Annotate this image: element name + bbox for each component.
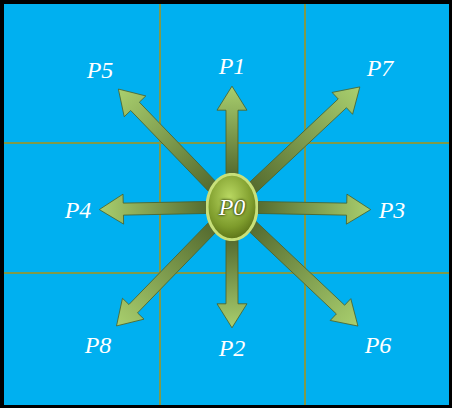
direction-label-box: P4 bbox=[61, 194, 96, 226]
direction-label: P7 bbox=[367, 55, 394, 81]
direction-label: P2 bbox=[219, 335, 246, 361]
direction-label-box: P7 bbox=[363, 52, 398, 84]
direction-arrow bbox=[256, 194, 371, 224]
center-oval: P0 bbox=[206, 173, 258, 241]
direction-label-box: P3 bbox=[375, 194, 410, 226]
direction-label: P4 bbox=[65, 197, 92, 223]
direction-arrow bbox=[248, 87, 360, 193]
direction-label: P3 bbox=[379, 197, 406, 223]
direction-label-box: P1 bbox=[215, 50, 250, 82]
direction-arrow bbox=[99, 194, 208, 224]
direction-arrow bbox=[247, 221, 357, 326]
direction-arrow bbox=[217, 86, 247, 175]
direction-arrow bbox=[118, 89, 217, 191]
direction-label: P1 bbox=[219, 53, 246, 79]
direction-label-box: P8 bbox=[81, 329, 116, 361]
direction-label: P8 bbox=[85, 332, 112, 358]
direction-label: P6 bbox=[365, 332, 392, 358]
direction-label-box: P5 bbox=[83, 54, 118, 86]
center-label: P0 bbox=[219, 194, 246, 220]
direction-arrow bbox=[217, 239, 247, 328]
oval-outline bbox=[207, 174, 257, 239]
grid-ground bbox=[4, 4, 449, 405]
direction-label: P5 bbox=[87, 57, 114, 83]
direction-label-box: P2 bbox=[215, 332, 250, 364]
direction-arrow bbox=[117, 222, 218, 326]
direction-label-box: P6 bbox=[361, 329, 396, 361]
